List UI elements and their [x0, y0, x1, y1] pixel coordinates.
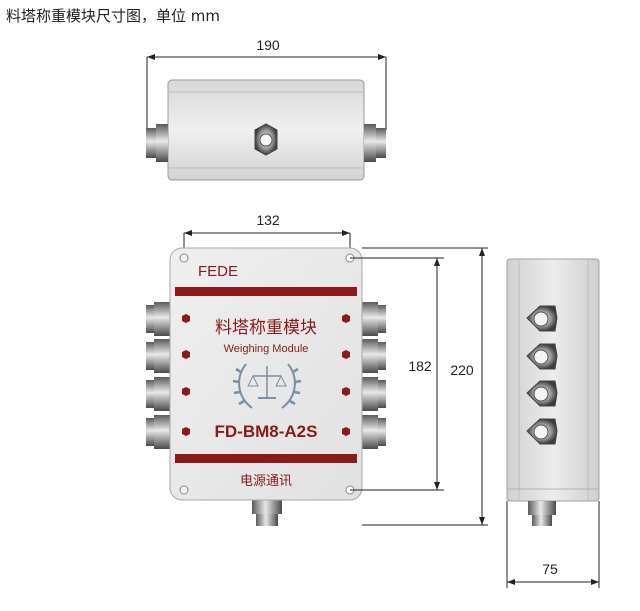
side-bottom-gland: [528, 501, 556, 526]
dim-220-label: 220: [450, 362, 474, 378]
front-bottom-gland: [252, 500, 282, 526]
label-band-bottom: [175, 454, 357, 463]
brand-logo: FEDE: [198, 263, 238, 280]
side-nuts: [526, 305, 558, 445]
side-view-enclosure: [506, 258, 600, 502]
label-name-en: Weighing Module: [224, 343, 309, 355]
cable-gland-right: [364, 124, 386, 162]
label-band-top: [175, 287, 357, 296]
top-view: 190: [146, 37, 387, 181]
scale-emblem-icon: [232, 363, 302, 409]
side-view: 75: [506, 258, 600, 588]
label-name-cn: 料塔称重模块: [215, 318, 317, 338]
page-title: 料塔称重模块尺寸图，单位 mm: [6, 7, 220, 25]
front-view: 132 FEDE 料塔称重模块 Weighing: [146, 212, 488, 526]
dim-75-label: 75: [542, 561, 558, 577]
front-view-enclosure: [169, 247, 363, 501]
dim-190-label: 190: [256, 37, 280, 53]
label-hex-markers: [182, 314, 350, 436]
mount-hole-bl: [179, 485, 189, 495]
label-footer-cn: 电源通讯: [240, 474, 292, 489]
dim-182-label: 182: [408, 358, 432, 374]
front-left-glands: [146, 302, 172, 449]
top-center-nut: [254, 123, 278, 156]
mount-hole-tl: [179, 253, 189, 263]
label-model: FD-BM8-A2S: [215, 422, 318, 441]
cable-gland-left: [146, 124, 168, 162]
front-right-glands: [360, 302, 386, 449]
dim-132-label: 132: [256, 212, 280, 228]
